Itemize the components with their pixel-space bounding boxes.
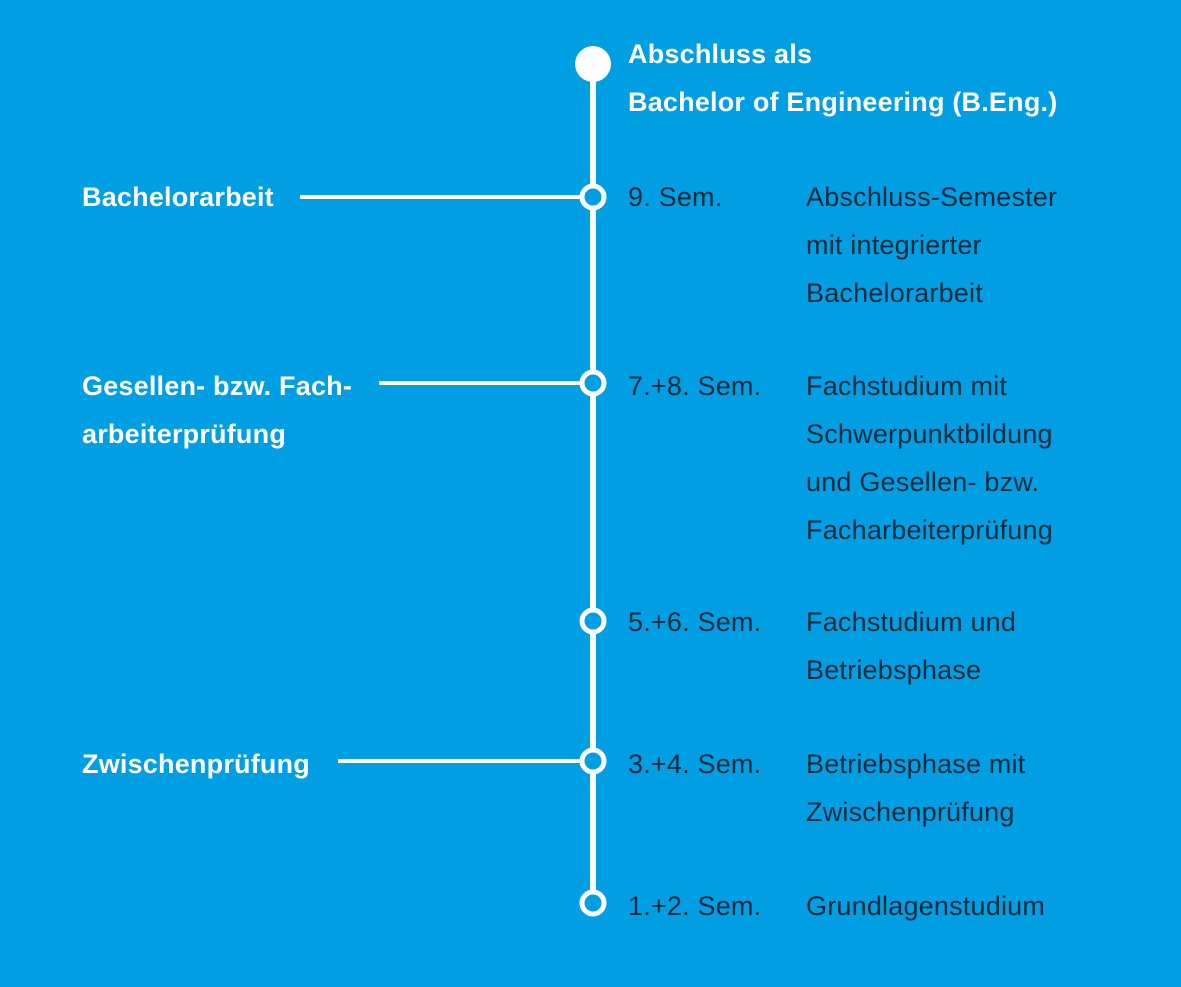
stage-description-line: Betriebsphase mit xyxy=(806,749,1026,779)
stage-description-line: Fachstudium mit xyxy=(806,371,1008,401)
stage-description-9: Abschluss-Semester mit integrierter Bach… xyxy=(806,173,1057,317)
stage-description-line: Facharbeiterprüfung xyxy=(806,515,1053,545)
milestone-gesellen-line-2: arbeiterprüfung xyxy=(82,419,287,449)
semester-node-5-6 xyxy=(579,607,607,635)
stage-description-line: Grundlagenstudium xyxy=(806,891,1046,921)
stage-description-line: und Gesellen- bzw. xyxy=(806,467,1040,497)
stage-description-line: Betriebsphase xyxy=(806,655,982,685)
semester-node-3-4 xyxy=(579,747,607,775)
stage-description-line: Bachelorarbeit xyxy=(806,278,983,308)
final-degree-line-1: Abschluss als xyxy=(628,39,813,69)
stage-description-3-4: Betriebsphase mit Zwischenprüfung xyxy=(806,740,1026,836)
stage-description-5-6: Fachstudium und Betriebsphase xyxy=(806,598,1016,694)
semester-node-9 xyxy=(579,183,607,211)
semester-node-1-2 xyxy=(579,889,607,917)
milestone-gesellen-line-1: Gesellen- bzw. Fach- xyxy=(82,371,353,401)
stage-description-line: Schwerpunktbildung xyxy=(806,419,1053,449)
final-node xyxy=(575,46,611,82)
semester-label-1-2: 1.+2. Sem. xyxy=(628,891,762,921)
semester-label-5-6: 5.+6. Sem. xyxy=(628,607,762,637)
semester-label-9: 9. Sem. xyxy=(628,182,723,212)
semester-node-7-8 xyxy=(579,369,607,397)
stage-description-line: Fachstudium und xyxy=(806,607,1017,637)
final-degree-line-2: Bachelor of Engineering (B.Eng.) xyxy=(628,87,1058,117)
milestone-zwischenpruefung: Zwischenprüfung xyxy=(82,749,310,779)
milestone-gesellen: Gesellen- bzw. Fach- arbeiterprüfung xyxy=(82,362,352,458)
semester-label-7-8: 7.+8. Sem. xyxy=(628,371,762,401)
stage-description-1-2: Grundlagenstudium xyxy=(806,882,1045,930)
stage-description-line: Zwischenprüfung xyxy=(806,797,1015,827)
milestone-bachelorarbeit: Bachelorarbeit xyxy=(82,182,274,212)
stage-description-line: Abschluss-Semester xyxy=(806,182,1058,212)
final-degree-label: Abschluss als Bachelor of Engineering (B… xyxy=(628,30,1057,126)
stage-description-7-8: Fachstudium mit Schwerpunktbildung und G… xyxy=(806,362,1053,554)
semester-label-3-4: 3.+4. Sem. xyxy=(628,749,762,779)
stage-description-line: mit integrierter xyxy=(806,230,982,260)
